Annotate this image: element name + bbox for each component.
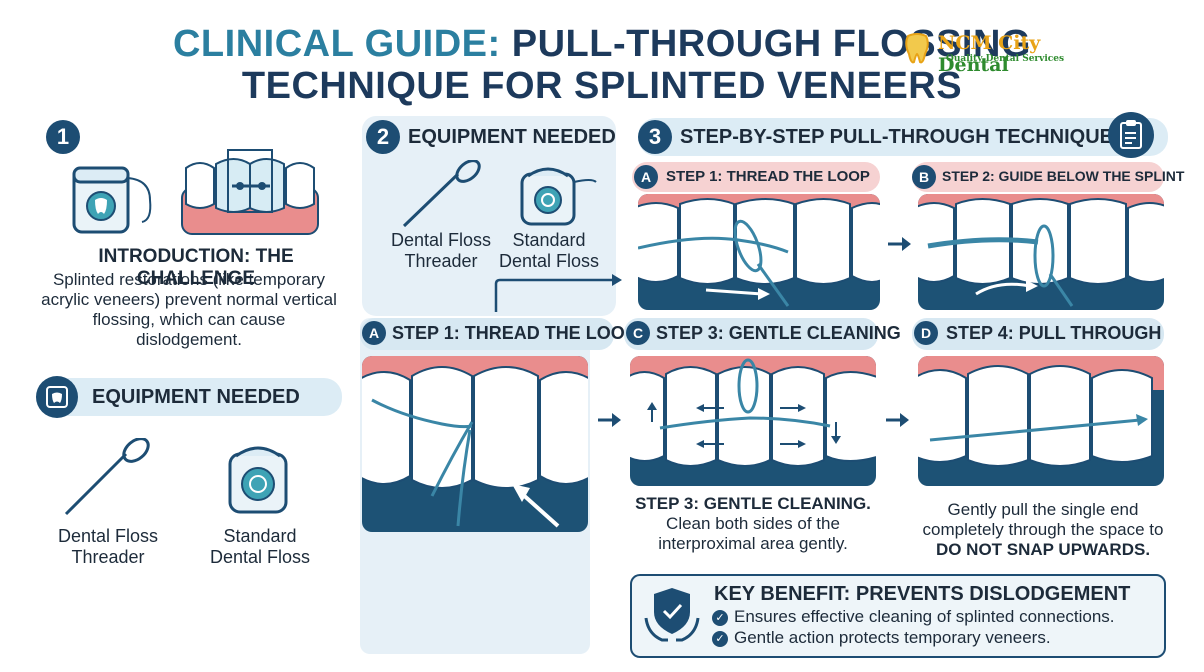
step4-caption: Gently pull the single end completely th… — [912, 500, 1174, 560]
step3-caption-bold: STEP 3: GENTLE CLEANING. — [635, 494, 871, 513]
benefit-point2: Gentle action protects temporary veneers… — [734, 628, 1051, 647]
benefit-point1: Ensures effective cleaning of splinted c… — [734, 607, 1115, 626]
logo-name: NCM City Dental — [938, 32, 1082, 76]
step-b-top-illustration — [918, 194, 1164, 310]
shield-hands-icon — [644, 588, 700, 642]
equipment-left-item2: Standard Dental Floss — [209, 526, 311, 567]
arrow-right-icon — [886, 413, 909, 427]
step-letter: C — [626, 321, 650, 345]
benefit-heading: KEY BENEFIT: PREVENTS DISLODGEMENT — [714, 583, 1131, 605]
floss-spool-icon — [228, 446, 288, 514]
step-bar-bottom-c — [624, 318, 878, 350]
floss-dispenser-icon — [72, 166, 152, 234]
step4-caption-bold: DO NOT SNAP UPWARDS. — [935, 540, 1151, 559]
step-label: STEP 1: THREAD THE LOOP — [392, 323, 637, 343]
equipment-left-bar — [36, 378, 342, 416]
floss-threader-icon — [402, 160, 481, 228]
connector-arrow-icon — [494, 274, 622, 312]
logo-name-part1: NCM City — [938, 32, 1041, 54]
step3-caption: STEP 3: GENTLE CLEANING. Clean both side… — [628, 494, 878, 554]
step-d-illustration — [918, 356, 1164, 486]
step3-caption-text: Clean both sides of the interproximal ar… — [658, 514, 848, 553]
step-letter: A — [634, 165, 658, 189]
step-label: STEP 3: GENTLE CLEANING — [656, 323, 901, 343]
equipment-left-heading: EQUIPMENT NEEDED — [92, 386, 300, 408]
step-letter: B — [912, 165, 936, 189]
page-title-line2: TECHNIQUE FOR SPLINTED VENEERS — [241, 65, 963, 107]
section-number-1: 1 — [46, 120, 80, 154]
arrow-right-icon — [598, 413, 621, 427]
floss-threader-icon — [64, 438, 150, 516]
section3-bar — [638, 118, 1168, 156]
clipboard-icon — [1108, 112, 1154, 158]
section2-item1: Dental Floss Threader — [390, 230, 492, 271]
splinted-teeth-illustration — [181, 149, 319, 235]
brand-logo: NCM City Dental Quality Dental Services — [902, 32, 1082, 76]
step-bar-bottom-d — [912, 318, 1164, 350]
step-label: STEP 1: THREAD THE LOOP — [666, 168, 870, 185]
check-icon: ✓ — [712, 631, 728, 647]
tooth-logo-icon — [905, 33, 929, 64]
section2-heading: EQUIPMENT NEEDED — [408, 126, 616, 148]
step-c-illustration — [630, 356, 876, 486]
section1-text: Splinted restorations (like temporary ac… — [41, 270, 337, 349]
logo-name-part2: Dental — [938, 54, 1009, 76]
step-label: STEP 2: GUIDE BELOW THE SPLINT — [942, 168, 1185, 184]
step-letter: D — [914, 321, 938, 345]
step4-caption-text: Gently pull the single end completely th… — [922, 500, 1164, 539]
step-bar-top-b — [912, 162, 1164, 192]
section3-heading: STEP-BY-STEP PULL-THROUGH TECHNIQUE — [680, 126, 1113, 148]
logo-tagline: Quality Dental Services — [946, 54, 1065, 64]
title-part1: CLINICAL GUIDE: — [172, 23, 512, 65]
equipment-left-item1: Dental Floss Threader — [57, 526, 159, 567]
title-part2: PULL-THROUGH FLOSSING — [511, 23, 1031, 65]
arrow-right-icon — [888, 237, 911, 251]
floss-box-icon — [36, 376, 78, 418]
step-bar-top-a — [632, 162, 880, 192]
step-bar-bottom-a — [360, 318, 614, 350]
section-number-2: 2 — [366, 120, 400, 154]
section1-heading: INTRODUCTION: THE CHALLENGE — [98, 246, 294, 289]
section2-item2: Standard Dental Floss — [498, 230, 600, 271]
step-a-bottom-illustration — [362, 356, 588, 532]
page-title: CLINICAL GUIDE: PULL-THROUGH FLOSSING — [0, 22, 1204, 66]
section-number-3: 3 — [638, 120, 672, 154]
floss-spool-icon — [520, 167, 597, 226]
step-a-top-illustration — [638, 194, 880, 310]
step-label: STEP 4: PULL THROUGH — [946, 323, 1162, 343]
step-letter: A — [362, 321, 386, 345]
check-icon: ✓ — [712, 610, 728, 626]
